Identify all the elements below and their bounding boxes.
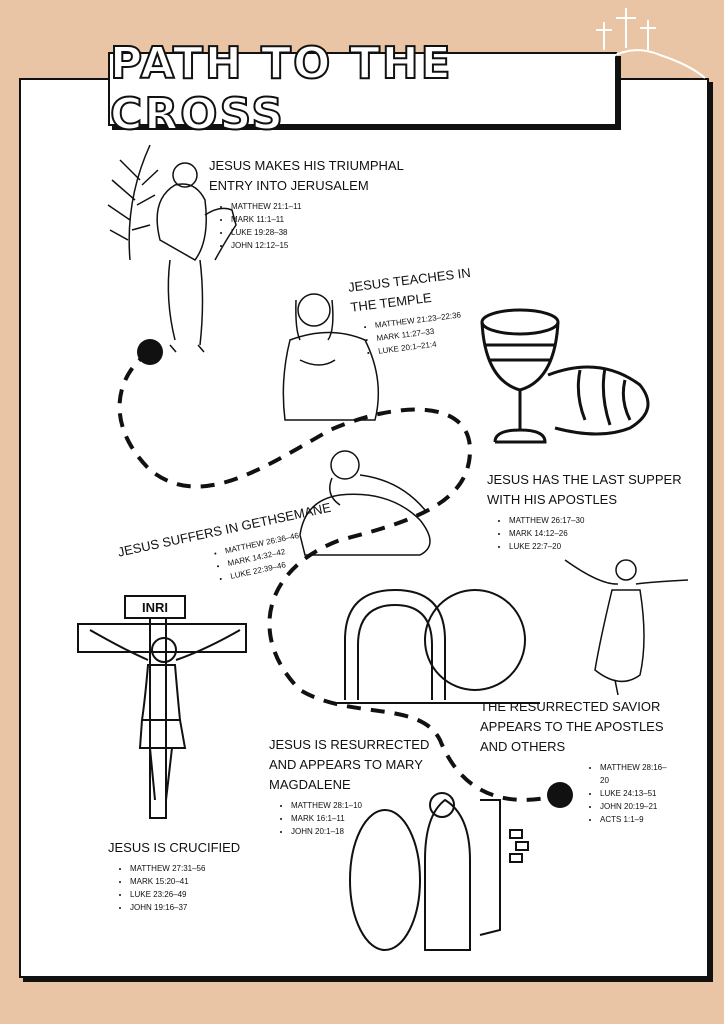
scripture-ref: MATTHEW 28:1–10 (291, 799, 434, 812)
scripture-ref: MATTHEW 28:16–20 (600, 761, 670, 787)
event-heading: THE RESURRECTED SAVIOR APPEARS TO THE AP… (480, 699, 664, 754)
scripture-ref: ACTS 1:1–9 (600, 813, 670, 826)
event-savior-appears: THE RESURRECTED SAVIOR APPEARS TO THE AP… (480, 697, 670, 826)
scripture-ref: LUKE 24:13–51 (600, 787, 670, 800)
page-title: PATH TO THE CROSS (109, 37, 453, 141)
scripture-ref: MATTHEW 21:1–11 (231, 200, 429, 213)
title-banner: PATH TO THE CROSS (108, 37, 617, 141)
event-resurrected: JESUS IS RESURRECTED AND APPEARS TO MARY… (269, 735, 434, 838)
event-heading: JESUS MAKES HIS TRIUMPHAL ENTRY INTO JER… (209, 158, 404, 193)
scripture-ref: MATTHEW 27:31–56 (130, 862, 278, 875)
event-last-supper: JESUS HAS THE LAST SUPPER WITH HIS APOST… (487, 470, 687, 553)
scripture-ref: LUKE 19:28–38 (231, 226, 429, 239)
scripture-ref: LUKE 23:26–49 (130, 888, 278, 901)
scripture-ref: JOHN 20:1–18 (291, 825, 434, 838)
scripture-ref: JOHN 20:19–21 (600, 800, 670, 813)
event-heading: JESUS IS CRUCIFIED (108, 840, 241, 855)
scripture-ref: MARK 11:1–11 (231, 213, 429, 226)
scripture-ref: JOHN 12:12–15 (231, 239, 429, 252)
event-crucified: JESUS IS CRUCIFIED MATTHEW 27:31–56 MARK… (108, 838, 278, 914)
scripture-ref: MARK 16:1–11 (291, 812, 434, 825)
scripture-ref: MARK 15:20–41 (130, 875, 278, 888)
event-heading: JESUS HAS THE LAST SUPPER WITH HIS APOST… (487, 472, 682, 507)
scripture-ref: JOHN 19:16–37 (130, 901, 278, 914)
scripture-ref: LUKE 22:7–20 (509, 540, 687, 553)
event-heading: JESUS IS RESURRECTED AND APPEARS TO MARY… (269, 737, 430, 792)
event-temple: JESUS TEACHES IN THE TEMPLE MATTHEW 21:2… (347, 261, 496, 360)
scripture-ref: MARK 14:12–26 (509, 527, 687, 540)
event-triumphal-entry: JESUS MAKES HIS TRIUMPHAL ENTRY INTO JER… (209, 156, 429, 252)
scripture-ref: MATTHEW 26:17–30 (509, 514, 687, 527)
